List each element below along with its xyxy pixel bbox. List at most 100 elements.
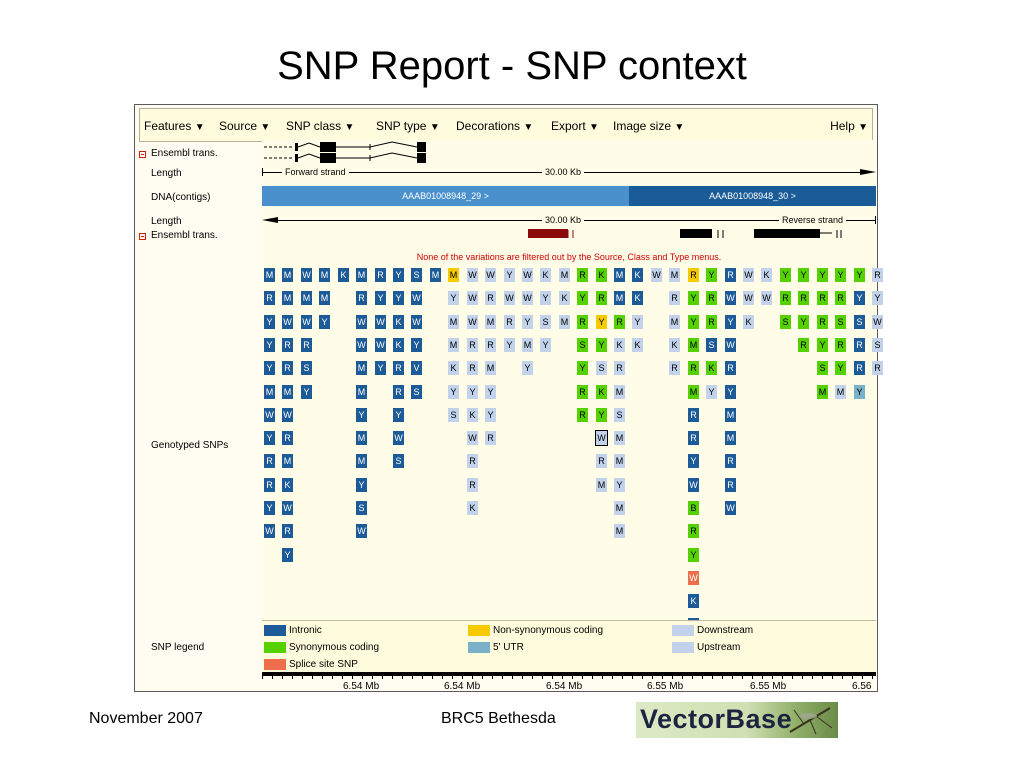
snp-marker[interactable]: M [669, 268, 680, 282]
snp-marker[interactable]: R [725, 268, 736, 282]
snp-marker[interactable]: R [282, 431, 293, 445]
snp-marker[interactable]: R [688, 408, 699, 422]
snp-marker[interactable]: W [282, 315, 293, 329]
snp-marker[interactable]: W [522, 268, 533, 282]
snp-marker[interactable]: M [688, 338, 699, 352]
snp-marker[interactable]: Y [264, 361, 275, 375]
snp-marker[interactable]: Y [706, 268, 717, 282]
snp-marker[interactable]: M [319, 268, 330, 282]
snp-marker[interactable]: R [577, 315, 588, 329]
snp-marker[interactable]: Y [356, 408, 367, 422]
snp-marker[interactable]: S [854, 315, 865, 329]
snp-marker[interactable]: W [264, 524, 275, 538]
snp-marker[interactable]: W [467, 431, 478, 445]
snp-marker[interactable]: Y [854, 291, 865, 305]
snp-marker[interactable]: W [467, 315, 478, 329]
snp-marker[interactable]: K [467, 408, 478, 422]
snp-marker[interactable]: M [614, 454, 625, 468]
snp-marker[interactable]: Y [485, 385, 496, 399]
snp-marker[interactable]: R [467, 478, 478, 492]
snp-marker[interactable]: Y [393, 408, 404, 422]
contig-bar-29[interactable]: AAAB01008948_29 > [262, 186, 629, 206]
snp-marker[interactable]: S [448, 408, 459, 422]
snp-marker[interactable]: R [485, 291, 496, 305]
snp-marker[interactable]: W [743, 291, 754, 305]
snp-marker[interactable]: M [559, 315, 570, 329]
snp-marker[interactable]: M [356, 454, 367, 468]
snp-marker[interactable]: Y [467, 385, 478, 399]
snp-marker[interactable]: K [688, 594, 699, 608]
snp-marker[interactable]: Y [448, 385, 459, 399]
snp-marker[interactable]: W [393, 431, 404, 445]
collapse-track-icon[interactable] [139, 151, 146, 158]
snp-marker[interactable]: M [301, 291, 312, 305]
collapse-track-icon[interactable] [139, 233, 146, 240]
snp-marker[interactable]: Y [725, 385, 736, 399]
snp-marker[interactable]: R [798, 291, 809, 305]
snp-marker[interactable]: S [301, 361, 312, 375]
snp-marker[interactable]: W [411, 315, 422, 329]
snp-marker[interactable]: M [448, 338, 459, 352]
snp-marker[interactable]: K [559, 291, 570, 305]
snp-marker[interactable]: M [282, 291, 293, 305]
snp-marker[interactable]: M [614, 291, 625, 305]
snp-marker[interactable]: W [301, 268, 312, 282]
snp-marker[interactable]: Y [725, 315, 736, 329]
snp-marker[interactable]: Y [375, 291, 386, 305]
snp-marker[interactable]: K [632, 291, 643, 305]
snp-marker[interactable]: R [614, 361, 625, 375]
menu-export[interactable]: Export ▼ [551, 119, 599, 133]
snp-marker[interactable]: M [669, 315, 680, 329]
snp-marker[interactable]: R [393, 385, 404, 399]
snp-marker[interactable]: K [761, 268, 772, 282]
snp-marker[interactable]: K [632, 338, 643, 352]
snp-marker[interactable]: M [614, 501, 625, 515]
snp-marker[interactable]: M [282, 385, 293, 399]
contig-bar-30[interactable]: AAAB01008948_30 > [629, 186, 876, 206]
snp-marker[interactable]: M [356, 431, 367, 445]
snp-marker[interactable]: Y [596, 338, 607, 352]
snp-marker[interactable]: Y [688, 454, 699, 468]
snp-marker[interactable]: R [835, 338, 846, 352]
snp-marker[interactable]: R [504, 315, 515, 329]
snp-marker[interactable]: Y [522, 315, 533, 329]
snp-marker[interactable]: Y [706, 385, 717, 399]
snp-marker[interactable]: R [577, 408, 588, 422]
snp-marker[interactable]: W [595, 430, 608, 446]
snp-marker[interactable]: K [393, 338, 404, 352]
snp-marker[interactable]: Y [540, 338, 551, 352]
snp-marker[interactable]: K [282, 478, 293, 492]
snp-marker[interactable]: R [282, 524, 293, 538]
snp-marker[interactable]: W [522, 291, 533, 305]
snp-marker[interactable]: R [485, 431, 496, 445]
snp-marker[interactable]: W [356, 338, 367, 352]
snp-marker[interactable]: W [301, 315, 312, 329]
menu-snp-type[interactable]: SNP type ▼ [376, 119, 440, 133]
snp-marker[interactable]: Y [780, 268, 791, 282]
snp-marker[interactable]: R [817, 291, 828, 305]
snp-marker[interactable]: M [282, 454, 293, 468]
snp-marker[interactable]: M [356, 385, 367, 399]
snp-marker[interactable]: R [485, 338, 496, 352]
snp-marker[interactable]: R [798, 338, 809, 352]
snp-marker[interactable]: W [725, 501, 736, 515]
snp-marker[interactable]: Y [264, 315, 275, 329]
snp-marker[interactable]: Y [577, 291, 588, 305]
snp-marker[interactable]: K [706, 361, 717, 375]
snp-marker[interactable]: M [817, 385, 828, 399]
snp-marker[interactable]: Y [356, 478, 367, 492]
snp-marker[interactable]: M [264, 385, 275, 399]
snp-marker[interactable]: R [467, 338, 478, 352]
snp-marker[interactable]: W [282, 408, 293, 422]
snp-marker[interactable]: Y [872, 291, 883, 305]
snp-marker[interactable]: S [780, 315, 791, 329]
snp-marker[interactable]: M [282, 268, 293, 282]
snp-marker[interactable]: S [596, 361, 607, 375]
snp-marker[interactable]: K [338, 268, 349, 282]
snp-marker[interactable]: W [504, 291, 515, 305]
snp-marker[interactable]: S [577, 338, 588, 352]
snp-marker[interactable]: Y [264, 501, 275, 515]
snp-marker[interactable]: M [522, 338, 533, 352]
snp-marker[interactable]: R [282, 338, 293, 352]
snp-marker[interactable]: R [577, 268, 588, 282]
